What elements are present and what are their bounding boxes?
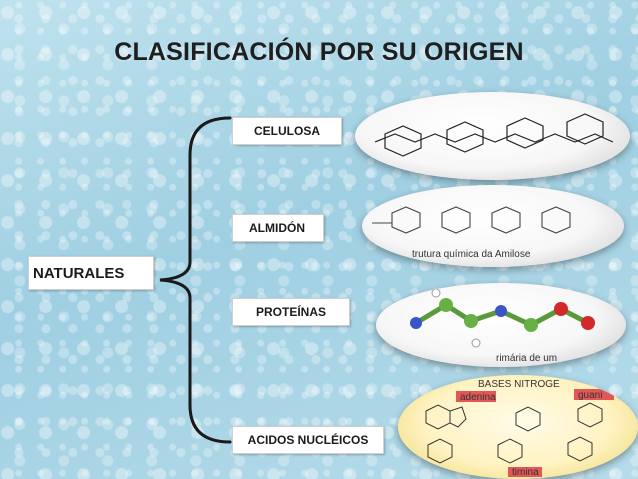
celulosa-label: CELULOSA [254, 124, 320, 138]
nucleico-guanina-label: guani [578, 390, 602, 401]
acidos-nucleicos-label: ACIDOS NUCLÉICOS [247, 433, 369, 447]
nucleico-adenina-label: adenina [460, 392, 496, 403]
nucleico-timina-label: timina [512, 467, 539, 478]
page-title: CLASIFICACIÓN POR SU ORIGEN [114, 38, 524, 66]
almidon-box: ALMIDÓN [232, 214, 324, 242]
acidos-nucleicos-box: ACIDOS NUCLÉICOS [232, 426, 384, 454]
nucleicos-structure-image: BASES NITROGE adenina guani timina [398, 375, 638, 479]
almidon-caption: trutura química da Amilose [412, 249, 531, 260]
nucleico-header: BASES NITROGE [478, 379, 560, 390]
proteina-structure-image: rimária de um [376, 283, 626, 367]
celulosa-box: CELULOSA [232, 117, 342, 145]
almidon-label: ALMIDÓN [249, 221, 305, 235]
naturales-box: NATURALES [28, 256, 154, 290]
naturales-label: NATURALES [33, 264, 125, 282]
proteinas-box: PROTEÍNAS [232, 298, 350, 326]
proteina-caption: rimária de um [496, 353, 557, 364]
almidon-structure-image: trutura química da Amilose [362, 185, 624, 267]
celulosa-structure-image [355, 92, 630, 180]
proteinas-label: PROTEÍNAS [255, 305, 326, 319]
